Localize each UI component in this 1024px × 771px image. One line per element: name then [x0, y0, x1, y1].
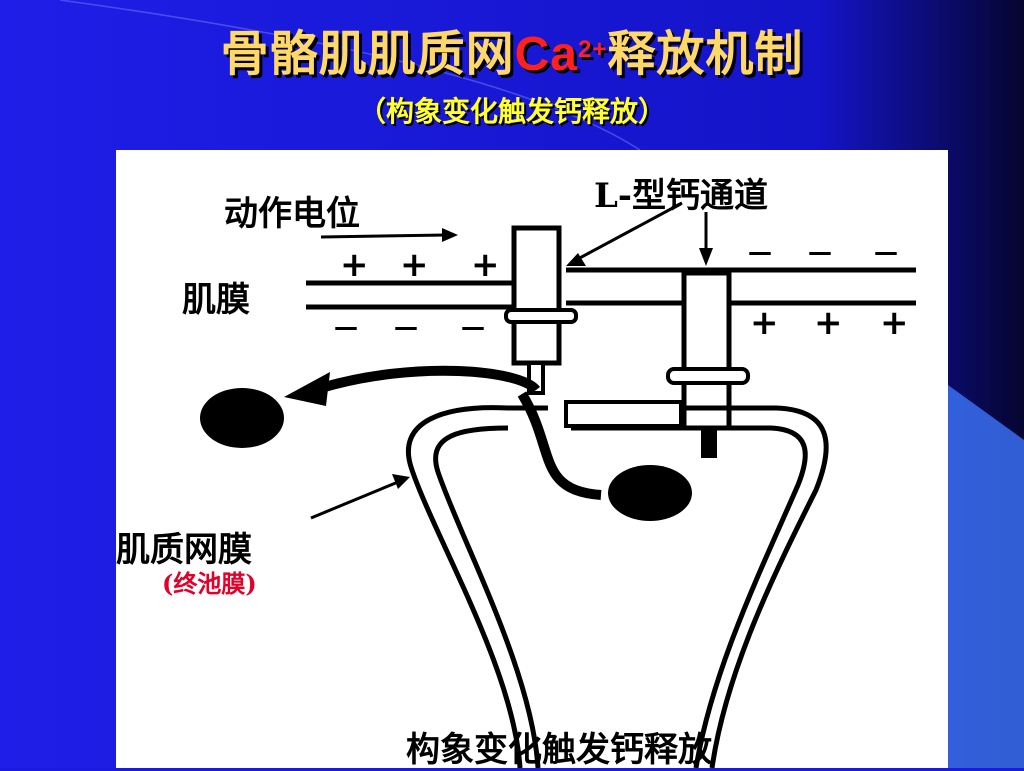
l-type-channel-right: [681, 270, 732, 431]
action-potential-arrowhead: [442, 228, 458, 242]
charge-minus: —: [394, 313, 418, 341]
charge-plus: +: [400, 245, 429, 285]
title-ion: Ca: [514, 28, 578, 81]
charge-plus: +: [880, 303, 909, 343]
charge-plus: +: [750, 303, 779, 343]
sr-membrane-outer: [405, 405, 829, 768]
calcium-release-arrowhead: [284, 372, 330, 406]
charges-lower-right: + + +: [750, 303, 909, 343]
charge-minus: —: [334, 313, 358, 341]
sr-gap-bar: [564, 400, 683, 428]
label-caption: 构象变化触发钙释放: [406, 730, 712, 770]
action-potential-arrow: [320, 233, 447, 239]
label-action-potential: 动作电位: [224, 194, 360, 234]
calcium-release-path: [319, 365, 540, 394]
title-suffix: 释放机制: [607, 26, 804, 82]
channel-pointer-diagonal: [575, 201, 683, 262]
sr-membrane-inner: [433, 425, 808, 768]
label-sarcolemma: 肌膜: [182, 280, 250, 320]
calcium-coupling-path: [517, 391, 602, 500]
charges-lower-left: — — —: [334, 313, 485, 341]
label-l-type-channel: L-型钙通道: [594, 176, 769, 216]
charges-upper-right: — — —: [748, 238, 898, 266]
slide-title: 骨骼肌肌质网Ca2+释放机制: [0, 22, 1024, 87]
slide-subtitle: （构象变化触发钙释放）: [357, 95, 666, 128]
charges-upper-left: + + +: [340, 245, 500, 285]
calcium-dot-sr: [608, 465, 692, 521]
charge-minus: —: [461, 313, 485, 341]
label-terminal-cisterna: (终池膜): [162, 569, 257, 598]
title-prefix: 骨骼肌肌质网: [220, 26, 515, 82]
charge-plus: +: [814, 303, 843, 343]
label-sr-membrane: 肌质网膜: [116, 530, 252, 570]
channel-pointer-down-head: [699, 248, 713, 266]
title-charge: 2+: [577, 36, 608, 63]
diagram-drawing: + + + — — — — — — + + +: [200, 201, 916, 768]
charge-plus: +: [471, 245, 500, 285]
diagram-panel: + + + — — — — — — + + + 动作电位 L-型钙通道 肌膜 肌…: [116, 150, 948, 770]
l-type-channel-left: [511, 225, 562, 366]
sr-label-pointer: [310, 480, 399, 520]
l-type-channel-right-collar: [666, 367, 750, 385]
l-type-channel-left-collar: [504, 308, 578, 324]
charge-minus: —: [874, 238, 898, 266]
charge-minus: —: [808, 238, 832, 266]
calcium-dot-cytoplasm: [200, 388, 284, 448]
charge-minus: —: [748, 238, 772, 266]
charge-plus: +: [340, 245, 369, 285]
sr-label-pointer-head: [392, 474, 410, 489]
channel-pointer-diagonal-head: [566, 253, 586, 266]
l-type-channel-right-foot: [701, 428, 717, 458]
